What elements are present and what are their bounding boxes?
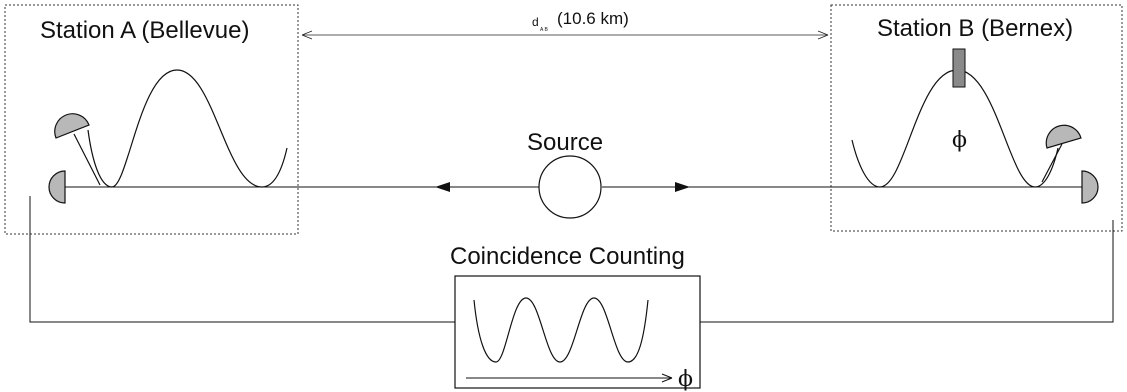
station-a-detector-tilted bbox=[54, 113, 90, 139]
distance-value: (10.6 km) bbox=[557, 9, 629, 28]
station-b-box bbox=[830, 4, 1123, 232]
station-a-box bbox=[4, 4, 299, 235]
station-a-detector bbox=[48, 170, 66, 204]
coincidence-fringe-curve bbox=[473, 297, 649, 363]
phase-shifter bbox=[952, 48, 966, 88]
coincidence-axis-symbol: ϕ bbox=[678, 367, 693, 392]
arrowhead-left bbox=[435, 182, 450, 192]
coincidence-title: Coincidence Counting bbox=[450, 243, 685, 270]
station-a-interferometer-curve bbox=[87, 69, 288, 188]
station-a-title: Station A (Bellevue) bbox=[40, 17, 249, 44]
station-b-phase-symbol: ϕ bbox=[952, 128, 967, 153]
distance-arrow bbox=[301, 30, 829, 40]
arrowhead-right bbox=[675, 182, 690, 192]
station-b-detector-stem bbox=[1041, 143, 1063, 183]
station-b-detector-tilted bbox=[1045, 124, 1082, 149]
source-label: Source bbox=[527, 129, 603, 156]
phase-axis-arrowhead bbox=[661, 373, 673, 383]
distance-symbol: d bbox=[532, 15, 539, 29]
source-circle bbox=[538, 155, 602, 219]
wire-station-a bbox=[29, 196, 455, 323]
station-a-detector-stem bbox=[73, 133, 101, 186]
wire-station-b bbox=[700, 220, 1114, 323]
distance-subscript: A B bbox=[540, 27, 548, 33]
coincidence-box bbox=[454, 275, 701, 389]
station-b-title: Station B (Bernex) bbox=[877, 15, 1073, 42]
station-b-detector bbox=[1081, 170, 1099, 204]
